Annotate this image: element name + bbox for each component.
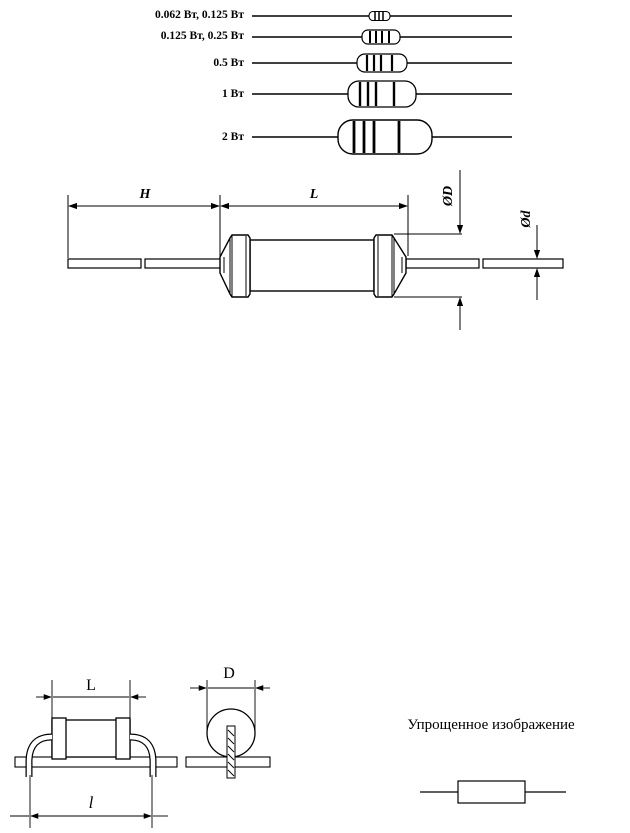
resistor-symbol (457, 780, 526, 804)
dimension-H-label: H (139, 187, 152, 202)
resistor-row-4-label: 1 Вт (222, 88, 244, 100)
resistor-row-5-label: 2 Вт (222, 131, 244, 143)
resistor-size-table: 0.062 Вт, 0.125 Вт 0.125 Вт, 0.25 Вт 0.5… (155, 9, 512, 155)
dimension-D-label: ØD (441, 186, 456, 207)
right-lead (405, 258, 564, 269)
resistor-row-3: 0.5 Вт (213, 53, 512, 73)
left-lead (67, 258, 223, 269)
resistor-row-1: 0.062 Вт, 0.125 Вт (155, 9, 512, 22)
simplified-symbol: Упрощенное изображение (407, 717, 575, 804)
resistor-body-5 (337, 119, 433, 155)
dimension-L: L (220, 187, 408, 210)
dimension-D: ØD (441, 170, 464, 330)
dimension-drawing: H L ØD Ød (67, 170, 564, 330)
resistor-row-3-label: 0.5 Вт (213, 57, 244, 69)
dimension-d-label: Ød (519, 209, 534, 228)
smd-drawing: L l D (10, 665, 271, 828)
resistor-row-5: 2 Вт (222, 119, 512, 155)
resistor-row-2: 0.125 Вт, 0.25 Вт (161, 29, 512, 45)
dimension-L-label: L (309, 187, 319, 202)
resistor-row-4: 1 Вт (222, 80, 512, 108)
smd-body-diameter-label: D (223, 665, 235, 682)
resistor-row-2-label: 0.125 Вт, 0.25 Вт (161, 30, 245, 42)
simplified-caption: Упрощенное изображение (407, 717, 575, 733)
resistor-body-4 (347, 80, 417, 108)
smd-pad-length-label: l (89, 793, 94, 812)
resistor-body-large (219, 234, 407, 298)
dimension-H: H (68, 187, 220, 210)
dimension-d: Ød (519, 209, 541, 300)
smd-body-length-label: L (86, 677, 96, 694)
resistor-row-1-label: 0.062 Вт, 0.125 Вт (155, 9, 244, 21)
